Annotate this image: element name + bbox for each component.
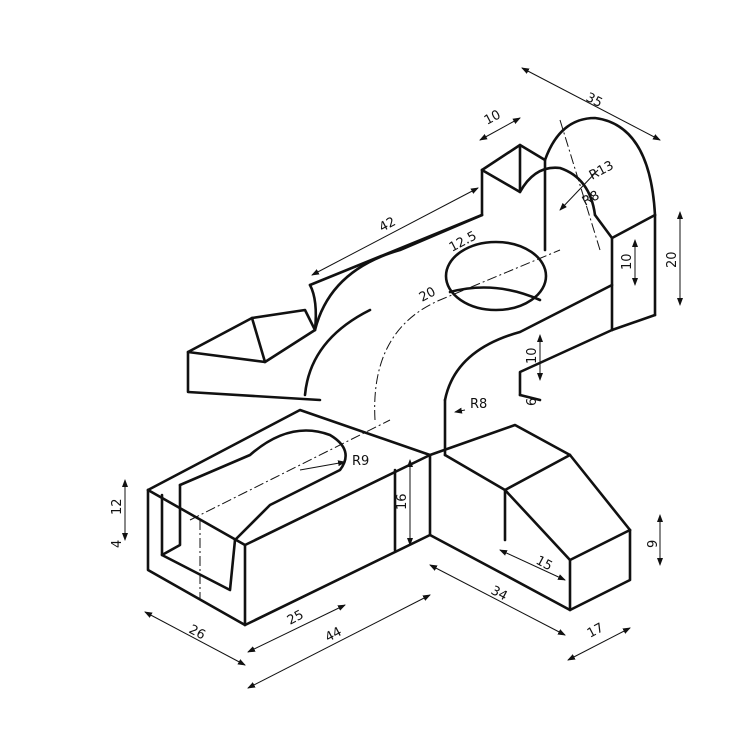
dim-10-right: 10	[620, 253, 635, 270]
dim-25: 25	[285, 608, 307, 629]
dimension-lines	[122, 67, 683, 689]
dim-4: 4	[110, 540, 125, 548]
dim-r8-arch: R8	[580, 188, 602, 209]
dim-34: 34	[488, 583, 510, 604]
dim-35: 35	[583, 90, 605, 111]
dim-9: 9	[646, 540, 661, 548]
dim-26: 26	[186, 622, 208, 643]
dimension-labels: 35 10 R13 R8 42 12.5 20 20 10 10 6 R8 R9…	[110, 90, 680, 645]
dim-r8-bend: R8	[470, 397, 487, 412]
dim-12: 12	[110, 498, 125, 515]
dim-20-right: 20	[665, 251, 680, 268]
dim-44: 44	[323, 625, 345, 646]
dim-10-step: 10	[525, 347, 540, 364]
part-outline	[146, 116, 657, 627]
dim-17: 17	[585, 621, 607, 642]
dim-15: 15	[533, 553, 555, 574]
dim-10-top: 10	[482, 108, 504, 129]
center-lines	[189, 119, 601, 600]
dim-r13: R13	[587, 158, 617, 183]
dim-20-hole: 20	[417, 285, 439, 306]
dim-16: 16	[395, 493, 410, 510]
dim-42: 42	[377, 215, 399, 236]
dim-6: 6	[525, 398, 540, 406]
dim-r9: R9	[352, 454, 369, 469]
